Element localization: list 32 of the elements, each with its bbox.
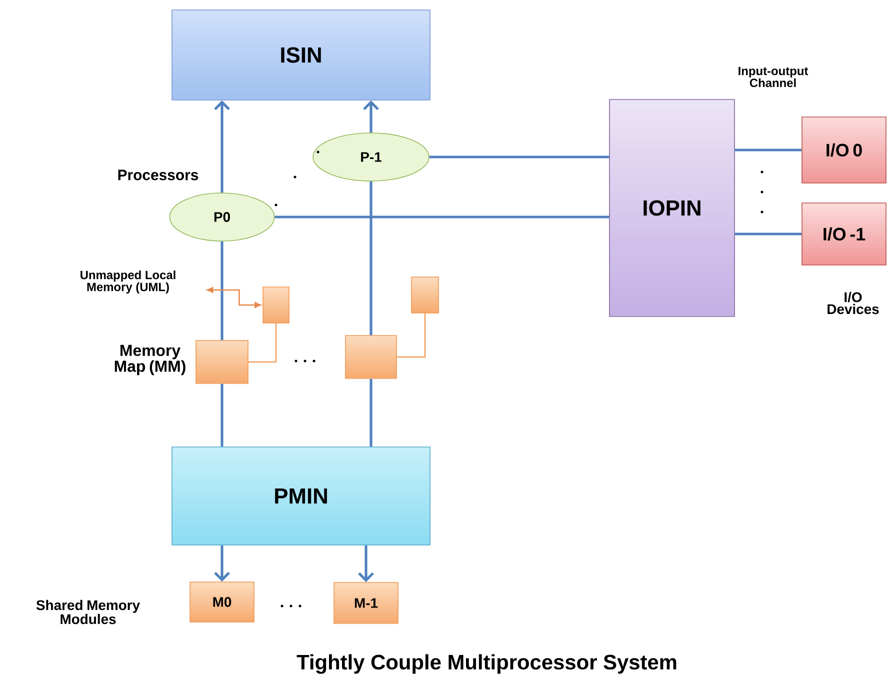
network-box: IOPIN <box>609 99 735 317</box>
leader-line <box>206 287 261 308</box>
annotation-text: Unmapped Local Memory (UML) <box>80 270 176 294</box>
device-box: I/O 0 <box>802 116 886 184</box>
annotation-label: Input-output Channel <box>738 66 808 88</box>
connector-line <box>396 313 426 358</box>
arrow <box>214 100 230 193</box>
caption: Tightly Couple Multiprocessor System <box>296 654 676 674</box>
arrow <box>214 545 230 582</box>
memory-box <box>262 286 290 324</box>
memory-box: M-1 <box>334 582 398 624</box>
network-box: PMIN <box>172 446 430 546</box>
connector-line <box>370 181 372 336</box>
annotation-label: Processors <box>118 170 198 180</box>
connector-line <box>734 232 802 236</box>
connector-line <box>220 384 224 447</box>
device-box: I/O -1 <box>802 202 886 266</box>
annotation-label: Shared Memory Modules <box>36 600 140 624</box>
memory-box <box>345 335 397 379</box>
arrow <box>363 100 379 133</box>
connector-line <box>370 378 372 447</box>
memory-box <box>411 276 439 314</box>
connector-line <box>734 148 802 152</box>
memory-box: M0 <box>190 582 254 622</box>
memory-box <box>196 340 248 384</box>
connector-line <box>220 241 224 340</box>
arrow <box>358 545 374 582</box>
connector-line <box>248 323 277 363</box>
connector-line <box>274 216 610 218</box>
connector-line <box>429 156 610 158</box>
annotation-label: I/O Devices <box>828 292 879 314</box>
network-box: ISIN <box>172 10 430 100</box>
